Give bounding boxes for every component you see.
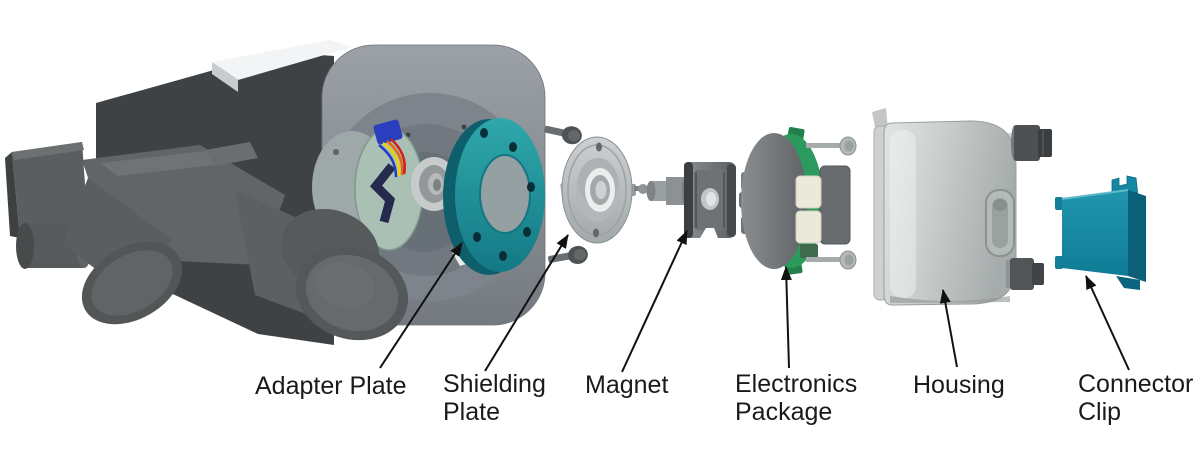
capacitor	[795, 210, 822, 244]
capacitor	[795, 175, 822, 209]
shielding-plate-arrow	[484, 234, 569, 372]
adapter-plate	[443, 118, 545, 275]
housing-bottom-connector	[1006, 258, 1044, 290]
shielding-plate	[560, 136, 648, 244]
valve-pipes	[5, 142, 409, 341]
magnet	[646, 162, 736, 238]
label-line: Housing	[913, 371, 1005, 399]
label-connector-clip: Connector Clip	[1078, 370, 1193, 426]
housing-top-connector	[1011, 125, 1052, 161]
label-adapter-plate: Adapter Plate	[255, 372, 407, 400]
wire-yellow	[382, 141, 401, 177]
wire-red	[390, 138, 406, 175]
mounting-screw-bottom	[547, 245, 588, 264]
magnet-arrow	[621, 230, 688, 373]
label-line: Magnet	[585, 371, 669, 399]
connector-clip	[1055, 175, 1146, 290]
label-line: Connector	[1078, 370, 1194, 398]
label-line: Clip	[1078, 398, 1122, 426]
label-magnet: Magnet	[585, 371, 668, 399]
electronics-screw-top	[806, 136, 857, 156]
electronics-cover	[741, 133, 807, 269]
label-electronics-package: Electronics Package	[735, 370, 857, 426]
housing-arrow	[939, 289, 958, 368]
label-line: Electronics	[735, 370, 858, 398]
label-line: Package	[735, 398, 833, 426]
wire-blue	[378, 144, 398, 178]
callout-arrows	[379, 230, 1130, 373]
electronics-screw-bottom	[806, 250, 857, 270]
label-line: Shielding	[443, 370, 546, 398]
label-housing: Housing	[913, 371, 1005, 399]
mounting-screw-top	[544, 125, 582, 145]
housing-side-slot	[985, 189, 1015, 257]
electronics-package	[739, 127, 857, 275]
connector-clip-arrow	[1085, 275, 1130, 371]
housing	[872, 108, 1052, 306]
electronics-package-arrow	[780, 266, 792, 369]
wire-orange	[386, 140, 404, 176]
adapter-plate-arrow	[379, 242, 463, 369]
label-shielding-plate: Shielding Plate	[443, 370, 546, 426]
label-line: Adapter Plate	[255, 372, 407, 400]
label-line: Plate	[443, 398, 500, 426]
